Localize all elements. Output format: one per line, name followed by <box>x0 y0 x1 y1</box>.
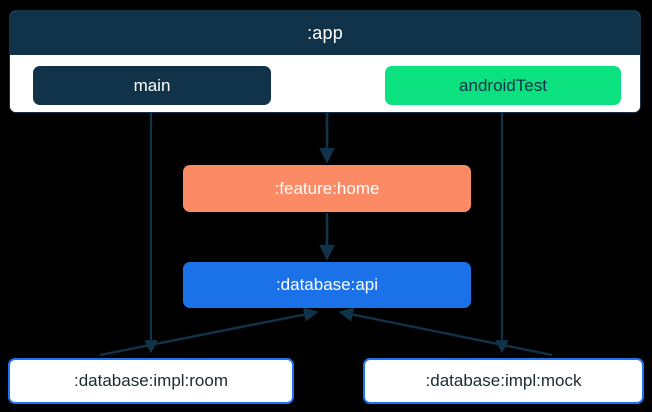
module-app-title: :app <box>10 11 640 55</box>
module-database-impl-mock[interactable]: :database:impl:mock <box>363 358 644 404</box>
module-database-impl-room[interactable]: :database:impl:room <box>8 358 294 404</box>
module-app-sourcesets: main androidTest <box>10 55 640 112</box>
module-feature-home[interactable]: :feature:home <box>183 165 471 212</box>
edge-impl-mock-to-database-api <box>338 307 553 357</box>
edge-impl-room-to-database-api <box>99 307 319 357</box>
sourceset-androidtest[interactable]: androidTest <box>385 66 621 105</box>
module-app[interactable]: :app main androidTest <box>9 10 641 113</box>
module-database-api[interactable]: :database:api <box>183 262 471 308</box>
sourceset-main[interactable]: main <box>33 66 271 105</box>
